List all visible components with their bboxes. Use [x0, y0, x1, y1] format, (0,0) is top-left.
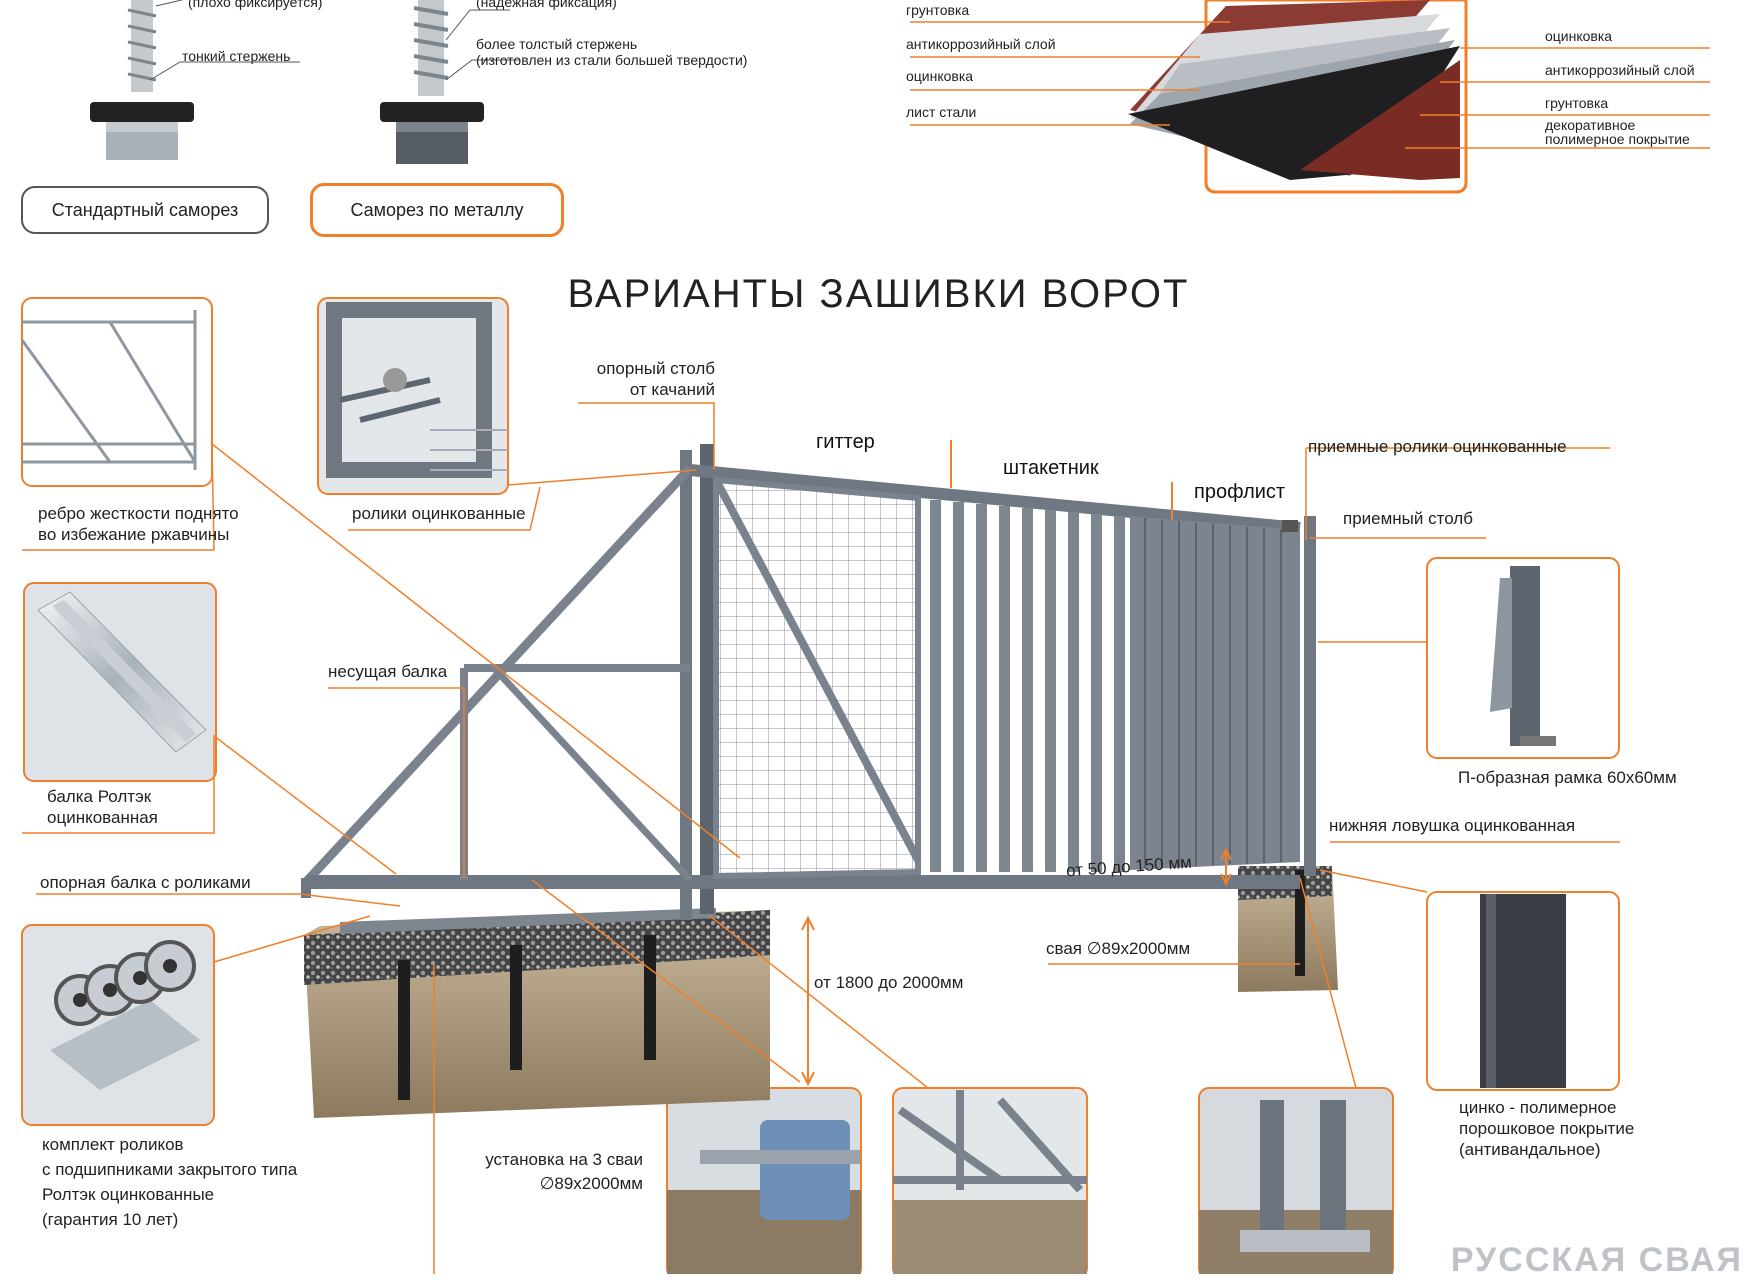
shtaketnik-label: штакетник [1003, 457, 1099, 479]
thick-rod-label: более толстый стержень [476, 36, 638, 52]
layer-left-steel: лист стали [906, 104, 977, 120]
layer-right-primer: грунтовка [1545, 95, 1609, 111]
gitter-label: гиттер [816, 431, 875, 453]
install-label-2: ∅89х2000мм [539, 1174, 643, 1193]
rib-inset-art [20, 297, 213, 487]
layer-right-decorative: декоративное [1545, 117, 1636, 133]
thick-rod-label-2: (изготовлен из стали большей твердости) [476, 52, 748, 68]
coating-layers-illustration [1128, 0, 1468, 194]
install-label-1: установка на 3 сваи [485, 1150, 643, 1169]
depth-label: от 1800 до 2000мм [814, 973, 964, 992]
support-post-label-2: от качаний [629, 380, 715, 399]
proflist-label: профлист [1194, 481, 1286, 503]
support-post-label-1: опорный столб [596, 359, 715, 378]
bearing-beam-label: несущая балка [328, 662, 448, 681]
gate-main-art [301, 440, 1338, 1118]
roller-kit-label-1: комплект роликов [42, 1135, 184, 1154]
metal-screw-illustration [380, 0, 484, 164]
rib-label-1: ребро жесткости поднято [38, 504, 239, 523]
receive-post-label: приемный столб [1343, 509, 1473, 528]
trap-inset-art [1198, 1087, 1394, 1274]
support-beam-rollers-label: опорная балка с роликами [40, 873, 251, 892]
zinc-label-3: (антивандальное) [1459, 1140, 1601, 1159]
p-frame-inset-art [1426, 557, 1620, 759]
layer-left-primer: грунтовка [906, 2, 970, 18]
p-frame-label: П-образная рамка 60х60мм [1458, 768, 1677, 787]
metal-screw-note: (надежная фиксация) [476, 0, 617, 10]
layer-right-anticorrosion: антикоррозийный слой [1545, 62, 1695, 78]
roller-kit-inset-art [21, 924, 215, 1126]
roller-kit-label-2: с подшипниками закрытого типа [42, 1160, 298, 1179]
pile-label: свая ∅89х2000мм [1046, 939, 1191, 958]
rollers-galv-label: ролики оцинкованные [352, 504, 526, 523]
beam-inset-art [23, 582, 217, 782]
beam-roltek-label-2: оцинкованная [47, 808, 158, 827]
standard-screw-button[interactable]: Стандартный саморез [21, 186, 269, 234]
zinc-label-2: порошковое покрытие [1459, 1119, 1635, 1138]
rollers-inset-art [317, 297, 509, 495]
standard-screw-note: (плохо фиксируется) [188, 0, 323, 10]
beam-roltek-label-1: балка Ролтэк [47, 787, 152, 806]
rib-label-2: во избежание ржавчины [38, 525, 230, 544]
layer-left-anticorrosion: антикоррозийный слой [906, 36, 1056, 52]
lower-trap-label: нижняя ловушка оцинкованная [1329, 816, 1576, 835]
layer-right-zinc: оцинковка [1545, 28, 1613, 44]
main-leaders [22, 402, 1620, 1274]
frame-bottom-inset-art [892, 1087, 1088, 1274]
layer-left-zinc: оцинковка [906, 68, 974, 84]
thin-rod-label: тонкий стержень [182, 48, 291, 64]
roller-kit-label-3: Ролтэк оцинкованные [42, 1185, 215, 1204]
receive-rollers-label: приемные ролики оцинкованные [1308, 437, 1567, 456]
layer-right-polymer: полимерное покрытие [1545, 131, 1690, 147]
motor-inset-art [666, 1087, 862, 1274]
layer-leaders [910, 21, 1710, 149]
metal-screw-button[interactable]: Саморез по металлу [310, 183, 564, 237]
zinc-label-1: цинко - полимерное [1459, 1098, 1617, 1117]
brand-logo: РУССКАЯ СВАЯ [1450, 1241, 1743, 1279]
page-title: ВАРИАНТЫ ЗАШИВКИ ВОРОТ [567, 272, 1190, 316]
roller-kit-label-4: (гарантия 10 лет) [42, 1210, 179, 1229]
zinc-post-inset-art [1426, 891, 1620, 1091]
standard-screw-illustration [90, 0, 194, 160]
